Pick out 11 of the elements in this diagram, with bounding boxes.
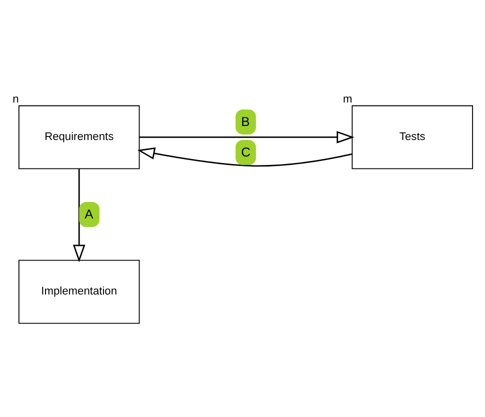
node-label: m (342, 94, 352, 106)
edge-label: A (84, 206, 94, 222)
node-box: Implementation (18, 260, 140, 324)
node-label: n (12, 94, 19, 106)
arrow (139, 131, 354, 144)
node-box: Tests (352, 105, 474, 170)
arrow (72, 169, 86, 262)
edge-label: B (241, 114, 250, 129)
node-box: Requirements (18, 105, 140, 170)
arrow (137, 147, 352, 167)
edge-label: C (241, 144, 250, 160)
